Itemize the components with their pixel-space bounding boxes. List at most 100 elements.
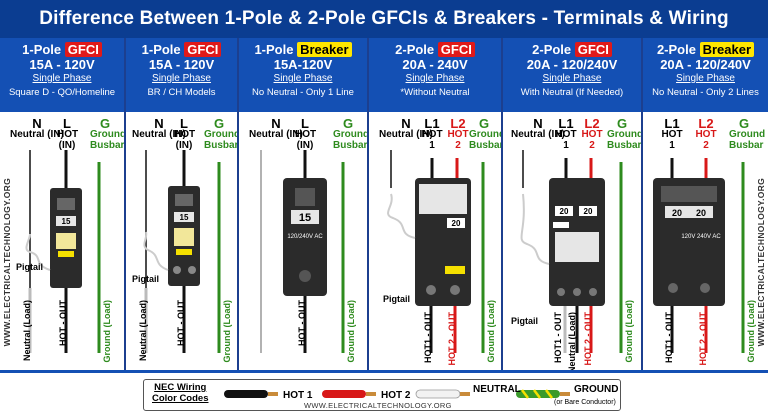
gfci-tag: GFCI [64, 42, 102, 57]
panel-header: 1-Pole GFCI 15A - 120V Single Phase BR /… [126, 38, 237, 112]
panel-title: 2-Pole [395, 42, 435, 57]
test-button [553, 222, 569, 228]
test-button [176, 249, 192, 255]
svg-text:20: 20 [696, 208, 706, 218]
panels-area: 1-Pole GFCI 15A - 120V Single Phase Squa… [0, 38, 768, 370]
wiring-diagram-6: 20 20 120V 240V AC [653, 158, 745, 353]
neutral-load-label: Neutral (Load) [138, 300, 148, 362]
panel-phase: Single Phase [405, 73, 465, 84]
svg-text:20: 20 [560, 207, 569, 216]
ground-load-label: Ground (Load) [222, 300, 232, 363]
legend-hot2: HOT 2 [381, 390, 411, 401]
test-button [445, 266, 465, 274]
panel-note: With Neutral (If Needed) [520, 87, 624, 98]
panel-note: BR / CH Models [147, 87, 216, 98]
watermark-right: WWW.ELECTRICALTECHNOLOGY.ORG [756, 178, 766, 347]
panel-2pole-gfci-120-240: 2-Pole GFCI 20A - 120/240V Single Phase … [503, 38, 643, 370]
hot-out-label: HOT - OUT [58, 300, 68, 346]
test-button [58, 251, 74, 257]
wiring-diagram-1: 15 [25, 150, 101, 353]
gfci-tag: GFCI [437, 42, 475, 57]
svg-text:120V 240V AC: 120V 240V AC [681, 234, 721, 240]
gfci-tag: GFCI [184, 42, 222, 57]
panel-2pole-gfci-240: 2-Pole GFCI 20A - 240V Single Phase *Wit… [369, 38, 503, 370]
panel-1pole-gfci-qo: 1-Pole GFCI 15A - 120V Single Phase Squa… [0, 38, 126, 370]
legend-neutral: NEUTRAL [473, 384, 521, 395]
panel-phase: Single Phase [542, 73, 602, 84]
pigtail-label: Pigtail [511, 316, 539, 326]
ground-load-label: Ground (Load) [746, 300, 756, 363]
pigtail-label: Pigtail [383, 294, 411, 304]
hot2-out-label: HOT 2 - OUT [447, 312, 457, 366]
hot2-out-label: HOT 2 - OUT [583, 312, 593, 366]
watermark-left: WWW.ELECTRICALTECHNOLOGY.ORG [2, 178, 12, 347]
rating-plate [56, 216, 76, 226]
panel-note: Square D - QO/Homeline [8, 87, 116, 98]
panel-note: *Without Neutral [400, 87, 470, 98]
breaker-tag: Breaker [699, 42, 755, 57]
legend-ground: GROUND [574, 384, 619, 395]
pigtail-coil [25, 233, 51, 271]
breaker-tag: Breaker [297, 42, 352, 57]
panel-note: No Neutral - Only 2 Lines [652, 87, 759, 98]
svg-text:20: 20 [584, 207, 593, 216]
panel-title: 2-Pole [656, 42, 696, 57]
wiring-diagram-3: 15 120/240V AC [260, 150, 345, 353]
panel-rating: 15A-120V [273, 57, 333, 72]
panel-title: 1-Pole [254, 42, 294, 57]
svg-text:15: 15 [299, 212, 311, 224]
legend-wires [224, 389, 570, 399]
ground-load-label: Ground (Load) [102, 300, 112, 363]
panel-phase: Single Phase [152, 73, 211, 84]
svg-text:120/240V AC: 120/240V AC [287, 234, 323, 240]
ground-load-label: Ground (Load) [346, 300, 356, 363]
hot1-wire-swatch [224, 390, 268, 398]
gfci-tag: GFCI [574, 42, 612, 57]
page-title: Difference Between 1-Pole & 2-Pole GFCIs… [0, 0, 768, 38]
hot1-out-label: HOT1 - OUT [664, 312, 674, 363]
panel-rating: 20A - 120/240V [660, 57, 751, 72]
breaker-rating-label: 15 [62, 217, 71, 226]
hot2-wire-swatch [322, 390, 366, 398]
panel-header: 2-Pole GFCI 20A - 120/240V Single Phase … [503, 38, 641, 112]
neutral-load-label: Neutral (Load) [22, 300, 32, 362]
svg-text:20: 20 [672, 208, 682, 218]
legend-ground-sub: (or Bare Conductor) [554, 399, 616, 406]
panel-title: 2-Pole [532, 42, 572, 57]
breaker-body [283, 178, 327, 296]
hot-out-label: HOT - OUT [297, 300, 307, 346]
panel-phase: Single Phase [273, 73, 333, 84]
panel-2pole-breaker: 2-Pole Breaker 20A - 120/240V Single Pha… [643, 38, 768, 370]
panel-header: 1-Pole Breaker 15A-120V Single Phase No … [239, 38, 367, 112]
panel-1pole-gfci-br: 1-Pole GFCI 15A - 120V Single Phase BR /… [126, 38, 239, 370]
panel-header: 1-Pole GFCI 15A - 120V Single Phase Squa… [0, 38, 124, 112]
panel-title: 1-Pole [141, 42, 181, 57]
pigtail-label: Pigtail [132, 274, 160, 284]
wiring-diagram-5: 20 20 [520, 150, 623, 353]
ground-load-label: Ground (Load) [624, 300, 634, 363]
panel-rating: 15A - 120V [148, 57, 215, 72]
panel-rating: 20A - 240V [402, 57, 468, 72]
panel-rating: 15A - 120V [29, 57, 95, 72]
